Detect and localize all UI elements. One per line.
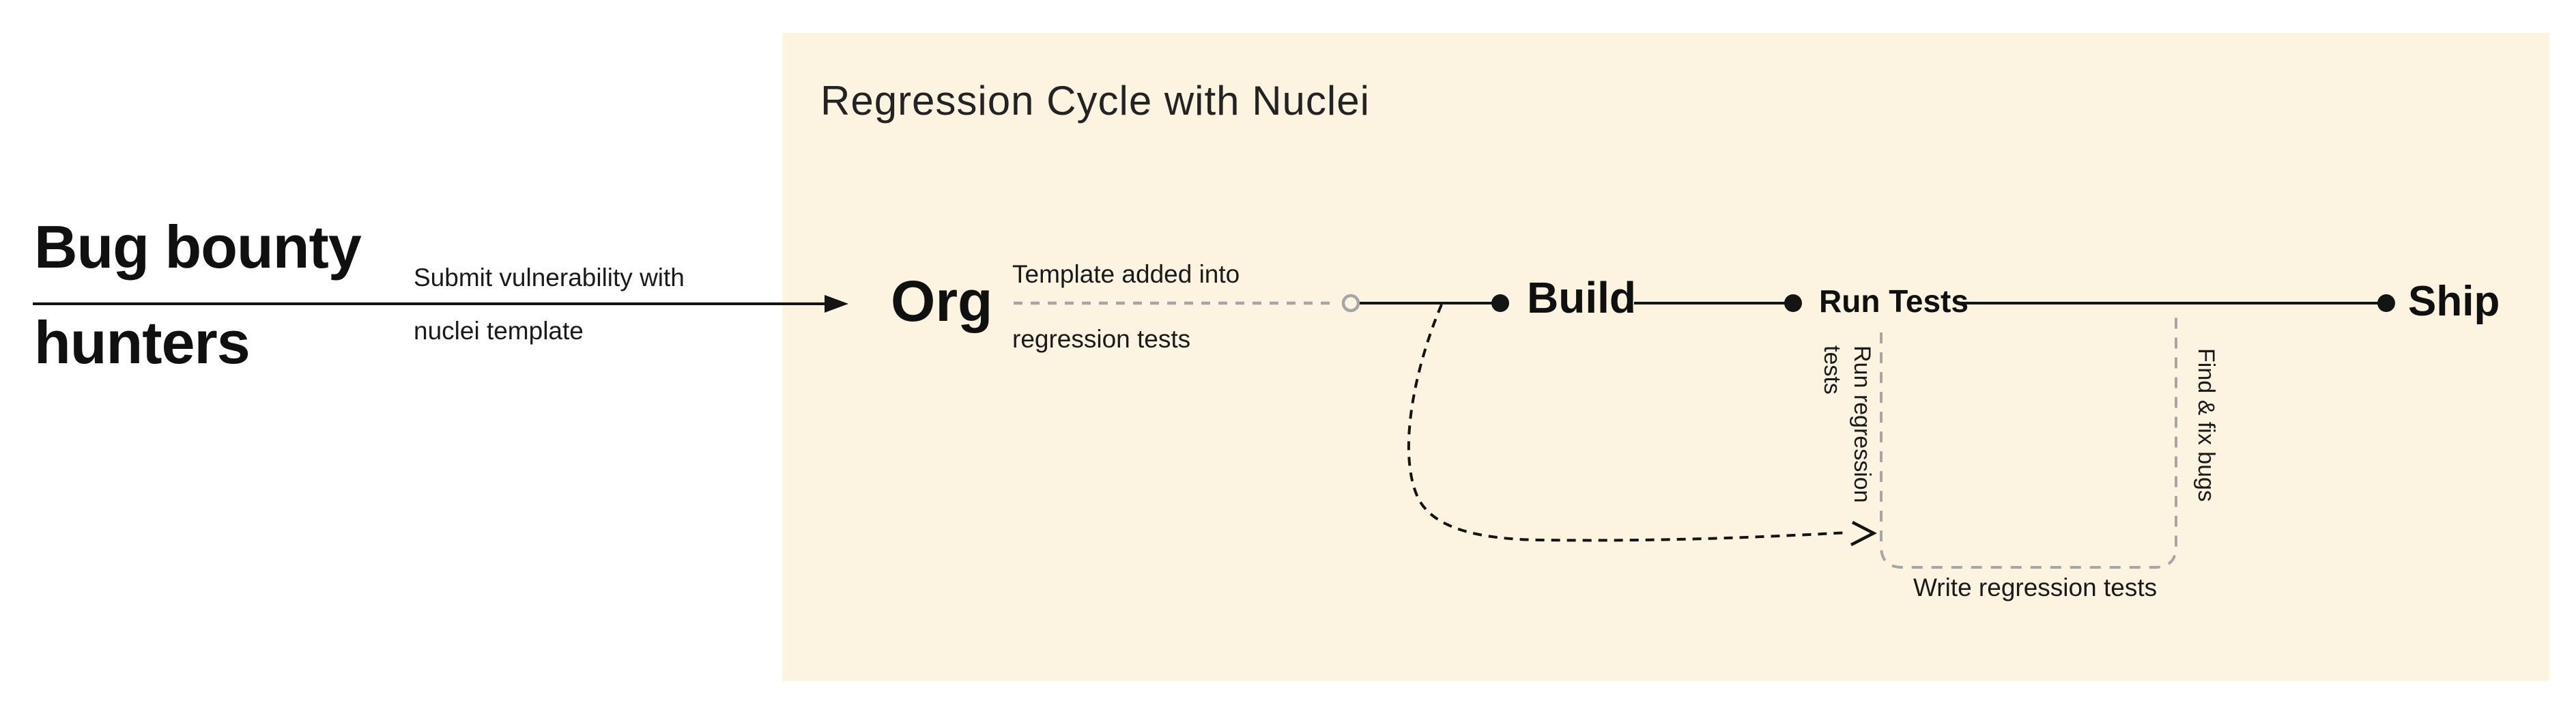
template-caption-line1: Template added into bbox=[1012, 260, 1240, 288]
regression-cycle-panel bbox=[782, 33, 2549, 681]
template-caption-line2: regression tests bbox=[1012, 325, 1191, 353]
write-regression-tests-label: Write regression tests bbox=[1913, 573, 2158, 601]
node-org: Org bbox=[891, 269, 993, 333]
node-run-tests: Run Tests bbox=[1819, 283, 1969, 319]
node-ship: Ship bbox=[2408, 278, 2500, 325]
panel-title: Regression Cycle with Nuclei bbox=[820, 78, 1370, 124]
submit-arrow-caption-line1: Submit vulnerability with bbox=[414, 264, 685, 292]
run-regression-tests-line2: tests bbox=[1819, 345, 1845, 395]
actor-label-line1: Bug bounty bbox=[34, 213, 362, 281]
find-fix-bugs-label: Find & fix bugs bbox=[2193, 348, 2219, 502]
actor-label-line2: hunters bbox=[34, 309, 251, 376]
run-regression-tests-label: Run regression tests bbox=[1817, 345, 1877, 503]
submit-arrow-caption-line2: nuclei template bbox=[414, 317, 584, 345]
run-regression-tests-line1: Run regression bbox=[1849, 345, 1875, 503]
node-build: Build bbox=[1527, 273, 1636, 322]
